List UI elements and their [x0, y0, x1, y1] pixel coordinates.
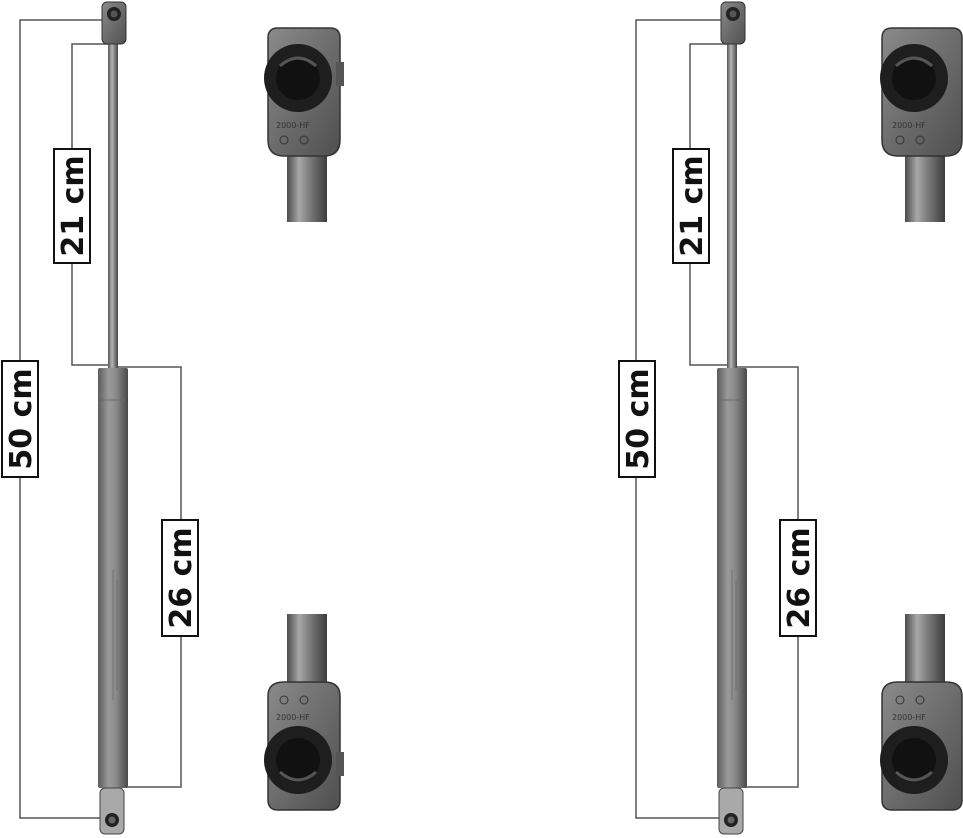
piston-rod: [727, 44, 737, 368]
body-length-text: 26 cm: [782, 527, 817, 628]
label-rod-length: 21 cm: [672, 148, 710, 264]
label-body-length: 26 cm: [161, 519, 199, 637]
detail-top-fitting-left: 2000-HF: [264, 27, 344, 222]
label-body-length: 26 cm: [779, 519, 817, 637]
detail-top-fitting-right: 2000-HF: [880, 27, 963, 222]
bottom-end-fitting: [99, 787, 125, 835]
svg-text:2000-HF: 2000-HF: [276, 713, 310, 722]
label-total-length: 50 cm: [1, 360, 39, 478]
top-end-fitting: [101, 1, 127, 45]
strut-left: 50 cm 21 cm 26 cm: [1, 1, 199, 835]
label-total-length: 50 cm: [618, 360, 656, 478]
top-end-fitting: [720, 1, 746, 45]
detail-bottom-fitting-left: 2000-HF: [264, 614, 344, 811]
bottom-end-fitting: [718, 787, 744, 835]
svg-text:2000-HF: 2000-HF: [892, 121, 926, 130]
strut-right: 50 cm 21 cm 26 cm: [618, 1, 817, 835]
total-length-text: 50 cm: [4, 368, 39, 469]
svg-text:2000-HF: 2000-HF: [276, 121, 310, 130]
piston-rod: [108, 44, 118, 368]
total-length-text: 50 cm: [621, 368, 656, 469]
label-rod-length: 21 cm: [53, 148, 91, 264]
detail-bottom-fitting-right: 2000-HF: [880, 614, 963, 811]
rod-length-text: 21 cm: [56, 155, 91, 256]
rod-length-text: 21 cm: [675, 155, 710, 256]
svg-text:2000-HF: 2000-HF: [892, 713, 926, 722]
body-length-text: 26 cm: [164, 527, 199, 628]
